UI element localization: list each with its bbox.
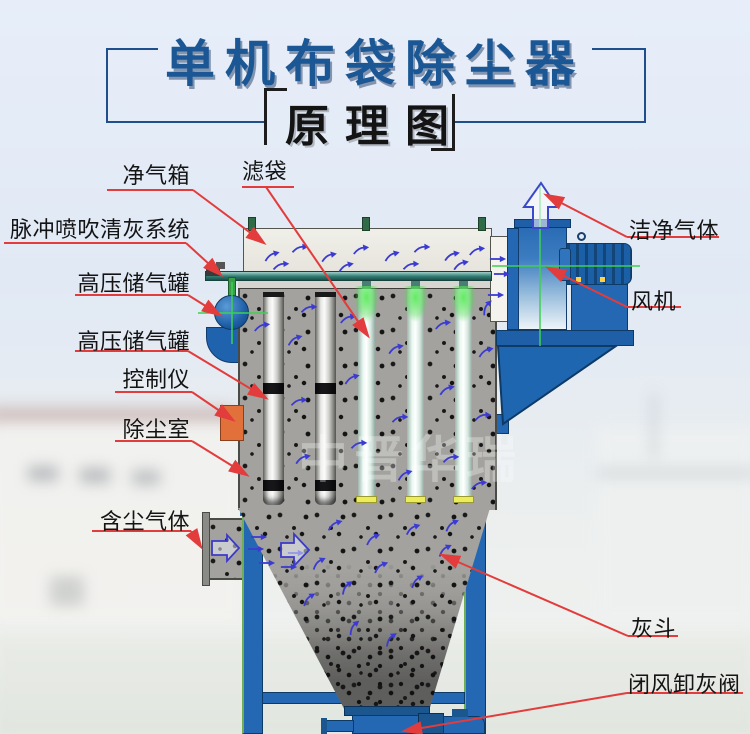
fan-base-plate xyxy=(496,330,634,346)
pulse-nozzle xyxy=(411,281,420,289)
background-building-left-window xyxy=(28,466,58,481)
header-frame-left-top xyxy=(106,48,158,50)
label-dust-chamber: 除尘室 xyxy=(122,417,190,442)
background-building-left-window xyxy=(132,470,160,485)
subtitle-bracket-left-vertical xyxy=(264,88,267,145)
bolt xyxy=(362,217,370,231)
pulse-jet-glow xyxy=(400,286,431,338)
fan-support-gusset xyxy=(496,345,620,426)
valve-motor-box xyxy=(452,709,468,717)
valve-left-stub xyxy=(326,720,354,732)
header-frame-right-vertical xyxy=(644,48,646,123)
fan-outlet-flange xyxy=(514,219,571,228)
page-title: 单机布袋除尘器 xyxy=(165,36,585,92)
bolt xyxy=(478,217,486,231)
discharge-valve-body xyxy=(352,715,420,734)
background-pole xyxy=(652,394,656,458)
label-hp-air-tank-1: 高压储气罐 xyxy=(77,271,190,296)
fan-transition-duct xyxy=(490,236,508,322)
label-clean-gas-outlet: 洁净气体 xyxy=(629,218,720,243)
pulse-jet-glow xyxy=(351,286,382,338)
label-ash-hopper: 灰斗 xyxy=(631,616,677,641)
header-frame-right-top xyxy=(592,48,646,50)
label-dusty-gas-inlet: 含尘气体 xyxy=(99,509,190,534)
pulse-valve-fitting xyxy=(216,262,225,269)
background-building-right-wall xyxy=(596,428,750,623)
background-building-left-window xyxy=(80,468,110,483)
valve-motor xyxy=(443,716,485,734)
filter-bag xyxy=(407,289,424,498)
inlet-duct xyxy=(208,518,242,580)
background-building-right-roofline xyxy=(596,468,750,478)
bag-bottom-cap xyxy=(453,496,474,503)
background-building-left-roof xyxy=(0,406,235,428)
controller-box xyxy=(220,405,244,441)
label-hp-air-tank-2: 高压储气罐 xyxy=(77,329,190,354)
valve-left-flange xyxy=(321,718,327,734)
pulse-blow-pipe xyxy=(205,271,492,281)
pulse-jet-glow xyxy=(448,286,479,338)
stand-bolt xyxy=(600,277,605,282)
header-frame-left-vertical xyxy=(106,48,108,123)
subtitle-bracket-right-vertical xyxy=(452,94,455,151)
label-filter-bag: 滤袋 xyxy=(242,159,288,184)
label-controller: 控制仪 xyxy=(122,367,190,392)
page-subtitle: 原理图 xyxy=(285,102,465,151)
stand-bolt xyxy=(576,277,581,282)
fan-motor-stand xyxy=(571,284,628,331)
watermark: 中晋华瑞 xyxy=(298,432,522,488)
label-pulse-jet-cleaning-system: 脉冲喷吹清灰系统 xyxy=(9,217,190,242)
subtitle-bracket-right-tick xyxy=(431,148,455,151)
label-clean-air-box: 净气箱 xyxy=(122,163,190,188)
bolt xyxy=(248,217,256,231)
clean-air-box xyxy=(243,228,492,273)
bag-bottom-cap xyxy=(356,496,377,503)
vertical-tank xyxy=(263,292,284,505)
header-frame-right-bottom xyxy=(455,121,646,123)
valve-reducer xyxy=(418,713,444,734)
label-fan: 风机 xyxy=(631,289,677,314)
subtitle-bracket-left-tick xyxy=(264,88,287,91)
leader-arrowhead xyxy=(543,193,566,210)
header-frame-left-bottom xyxy=(106,121,264,123)
background-building-left-door xyxy=(50,576,84,606)
bag-bottom-cap xyxy=(405,496,426,503)
motor-lifting-eye xyxy=(577,232,586,241)
inlet-flange xyxy=(202,512,210,586)
hp-air-tank-sphere xyxy=(214,295,249,330)
filter-bag xyxy=(455,289,472,498)
fan-motor-front-ring xyxy=(559,248,571,281)
pulse-nozzle xyxy=(459,281,468,289)
label-airlock-discharge-valve: 闭风卸灰阀 xyxy=(628,672,741,697)
